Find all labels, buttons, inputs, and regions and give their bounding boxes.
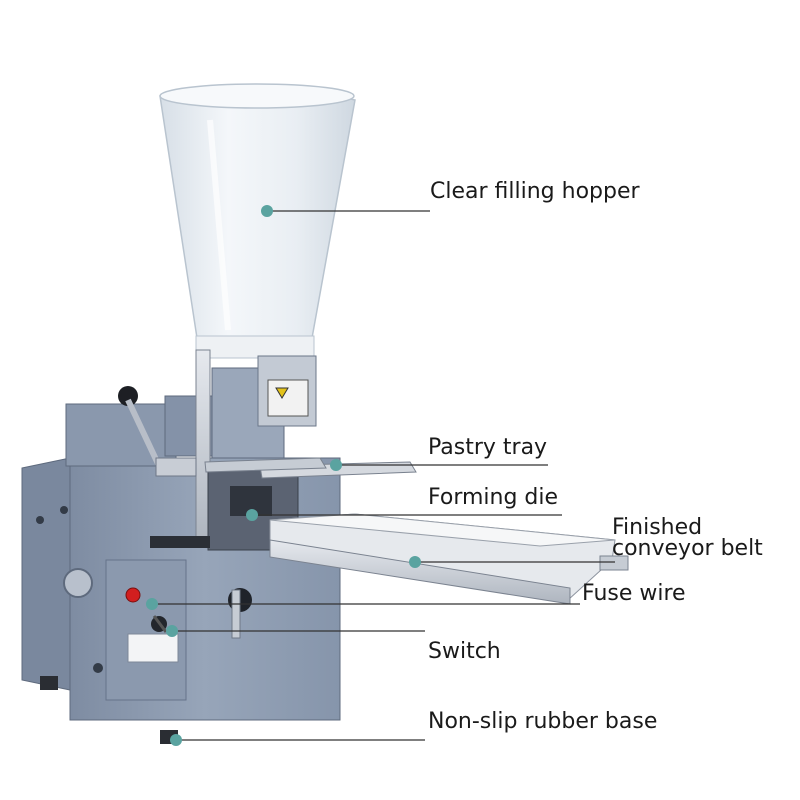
filling-hopper xyxy=(159,83,356,359)
marker-conveyor xyxy=(409,556,421,568)
label-conveyor-line1: Finished xyxy=(612,515,703,540)
label-pastry-tray: Pastry tray xyxy=(428,435,548,460)
label-forming-die: Forming die xyxy=(428,485,559,510)
label-non-slip-rubber-base: Non-slip rubber base xyxy=(428,709,658,734)
machine-head xyxy=(65,349,317,541)
marker-hopper xyxy=(261,205,273,217)
callout-markers xyxy=(146,205,421,746)
marker-switch xyxy=(166,625,178,637)
label-finished-conveyor-belt: Finished conveyor belt xyxy=(612,515,763,561)
label-switch: Switch xyxy=(428,639,501,664)
leader-lines xyxy=(152,210,615,741)
marker-fuse-wire xyxy=(146,598,158,610)
marker-forming-die xyxy=(246,509,258,521)
control-panel xyxy=(125,587,168,633)
label-fuse-wire: Fuse wire xyxy=(582,581,686,606)
marker-pastry-tray xyxy=(330,459,342,471)
conveyor-belt xyxy=(269,513,629,605)
marker-base xyxy=(170,734,182,746)
label-clear-filling-hopper: Clear filling hopper xyxy=(430,179,640,204)
label-conveyor-line2: conveyor belt xyxy=(612,536,763,561)
